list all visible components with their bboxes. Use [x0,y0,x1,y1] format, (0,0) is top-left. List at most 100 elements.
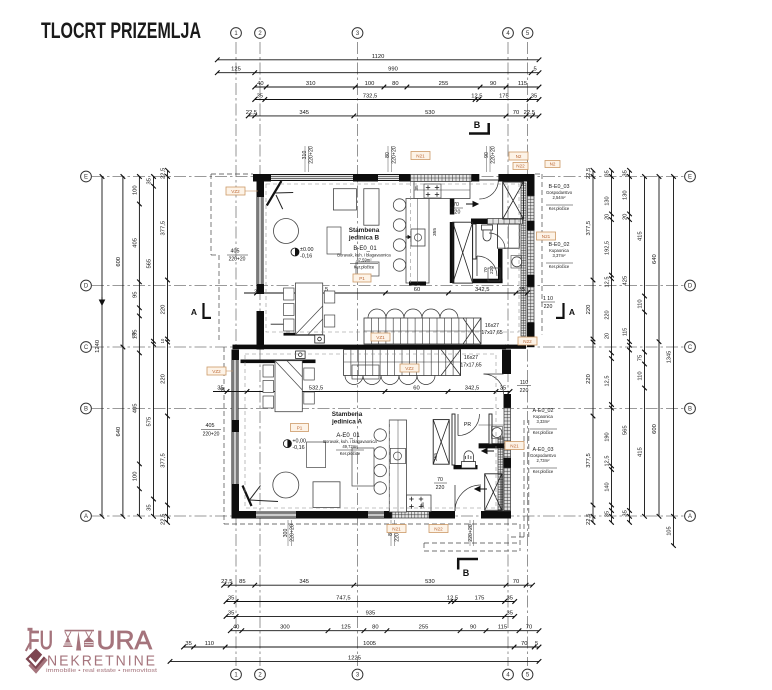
svg-text:3,37m²: 3,37m² [552,253,566,258]
svg-text:35: 35 [420,502,426,508]
svg-text:747,5: 747,5 [336,596,351,602]
svg-text:35: 35 [254,290,260,296]
svg-text:Stambena: Stambena [349,227,380,234]
svg-text:VZ2: VZ2 [231,189,240,194]
svg-text:345: 345 [299,110,309,116]
svg-text:VZ2: VZ2 [212,369,221,374]
svg-text:300: 300 [283,529,289,538]
svg-text:12,5: 12,5 [447,596,458,602]
svg-text:22,5: 22,5 [586,168,592,179]
svg-text:405: 405 [132,404,138,414]
svg-text:35: 35 [185,641,191,647]
svg-text:35: 35 [414,185,420,191]
svg-text:12,5: 12,5 [604,456,610,467]
svg-text:355: 355 [433,453,439,461]
svg-text:B: B [84,407,88,413]
svg-text:35: 35 [622,170,628,176]
svg-text:jedinica B: jedinica B [348,234,380,241]
svg-text:377,5: 377,5 [586,453,592,468]
svg-text:A-E0_02: A-E0_02 [533,408,554,414]
svg-text:Boravak, kuh. i blagavaonica: Boravak, kuh. i blagavaonica [337,253,391,258]
svg-text:90: 90 [484,152,490,158]
svg-text:425: 425 [622,276,628,286]
svg-text:115: 115 [518,81,527,87]
svg-text:16x27: 16x27 [485,323,499,329]
svg-text:N21: N21 [416,154,425,159]
svg-text:377,5: 377,5 [161,453,167,468]
svg-text:732,5: 732,5 [363,94,378,100]
svg-text:TLOCRT PRIZEMLJA: TLOCRT PRIZEMLJA [41,18,201,43]
svg-text:P1: P1 [359,276,365,281]
svg-text:100: 100 [365,81,375,87]
svg-text:935: 935 [366,610,376,616]
svg-text:110: 110 [637,371,643,380]
svg-text:530: 530 [425,110,435,116]
svg-text:90: 90 [470,625,476,631]
svg-text:35: 35 [219,388,225,394]
svg-text:70: 70 [526,625,532,631]
svg-text:35: 35 [622,510,628,516]
svg-text:575: 575 [147,417,153,427]
svg-text:345: 345 [299,579,309,585]
svg-text:100: 100 [132,472,138,482]
svg-text:Gospodarstvo: Gospodarstvo [530,453,557,458]
svg-text:N22: N22 [516,164,525,169]
svg-text:125: 125 [341,625,351,631]
svg-text:342,5: 342,5 [475,287,490,293]
svg-text:220: 220 [436,485,445,491]
svg-text:20: 20 [604,214,610,220]
svg-text:N2: N2 [550,162,556,167]
svg-text:N2: N2 [516,154,522,159]
svg-text:Ker.pločice: Ker.pločice [533,469,554,474]
svg-text:35: 35 [147,178,153,184]
svg-text:22,5: 22,5 [221,579,232,585]
svg-text:70: 70 [513,579,519,585]
svg-text:D: D [688,284,693,290]
svg-text:220: 220 [586,374,592,384]
svg-text:220: 220 [586,305,592,315]
svg-text:100: 100 [132,185,138,195]
svg-text:35: 35 [506,596,512,602]
svg-text:Ker.pločice: Ker.pločice [354,265,375,270]
svg-text:135: 135 [132,330,138,340]
svg-text:B-E0_01: B-E0_01 [353,246,377,252]
svg-text:640: 640 [652,254,658,264]
svg-text:16x27: 16x27 [464,355,478,361]
svg-text:405: 405 [206,423,215,429]
svg-text:20: 20 [622,214,628,220]
svg-text:3: 3 [356,31,360,37]
svg-text:VZ1: VZ1 [376,335,385,340]
svg-text:220+20: 220+20 [395,524,401,542]
svg-text:192,5: 192,5 [604,241,610,255]
svg-text:175: 175 [499,94,509,100]
svg-text:2: 2 [258,31,262,37]
svg-text:2: 2 [258,673,262,679]
svg-text:40: 40 [233,625,239,631]
svg-text:175: 175 [475,596,485,602]
svg-text:-0,16: -0,16 [300,254,312,260]
svg-text:1120: 1120 [372,54,384,60]
svg-text:1005: 1005 [363,641,376,647]
svg-text:A: A [688,514,692,520]
svg-text:jedinica A: jedinica A [331,418,362,425]
svg-text:220: 220 [452,210,461,216]
svg-text:60: 60 [414,287,420,293]
svg-text:220: 220 [604,310,610,319]
svg-text:35: 35 [519,287,525,293]
svg-text:565: 565 [147,259,153,269]
svg-text:1240: 1240 [95,340,101,353]
svg-text:35: 35 [147,504,153,510]
svg-text:415: 415 [637,447,643,457]
svg-text:70: 70 [521,641,527,647]
svg-text:22,5: 22,5 [161,514,167,525]
svg-text:70: 70 [483,267,489,273]
svg-text:3: 3 [356,673,360,679]
svg-text:PR: PR [464,422,471,428]
svg-text:A: A [569,307,575,317]
svg-text:Boravak, kuh. i blagavaonica: Boravak, kuh. i blagavaonica [323,439,377,444]
svg-text:5: 5 [533,67,536,73]
svg-text:75: 75 [637,355,643,361]
svg-text:110: 110 [205,641,214,647]
svg-text:35: 35 [217,386,223,392]
svg-text:130: 130 [622,190,628,200]
